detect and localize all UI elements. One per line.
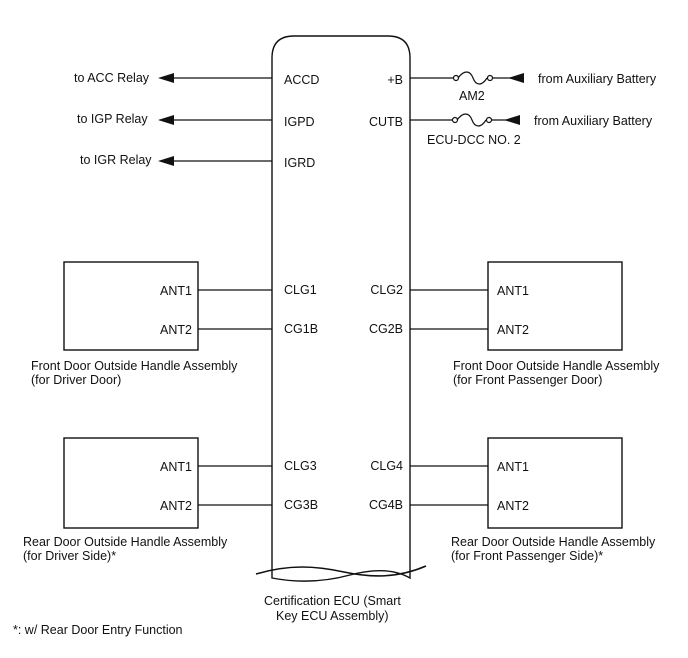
module-front-passenger-label1: Front Door Outside Handle Assembly <box>453 359 660 373</box>
module-front-passenger-pin1: ANT1 <box>497 284 529 298</box>
ecu-pin-cg2b: CG2B <box>369 322 403 336</box>
ecu-body <box>271 35 411 582</box>
module-rear-passenger-label1: Rear Door Outside Handle Assembly <box>451 535 656 549</box>
module-front-passenger-pin2: ANT2 <box>497 323 529 337</box>
ecu-pin-plus-b: +B <box>387 73 403 87</box>
module-rear-passenger-label2: (for Front Passenger Side)* <box>451 549 603 563</box>
output-igr-relay: to IGR Relay <box>80 153 152 167</box>
fuse-ecu-dcc-label: ECU-DCC NO. 2 <box>427 133 521 147</box>
fuse-terminal <box>452 74 460 82</box>
fuse-terminal <box>486 74 494 82</box>
arrow-left-icon <box>508 73 524 83</box>
output-igp-relay: to IGP Relay <box>77 112 148 126</box>
fuse-ecu-dcc-icon <box>456 113 487 127</box>
module-front-passenger-label2: (for Front Passenger Door) <box>453 373 602 387</box>
fuse-terminal <box>451 116 459 124</box>
module-rear-passenger-pin2: ANT2 <box>497 499 529 513</box>
footnote: *: w/ Rear Door Entry Function <box>13 623 183 637</box>
module-rear-passenger-pin1: ANT1 <box>497 460 529 474</box>
ecu-pin-igrd: IGRD <box>284 156 315 170</box>
input-battery-2: from Auxiliary Battery <box>534 114 653 128</box>
module-rear-driver-pin2: ANT2 <box>160 499 192 513</box>
arrow-left-icon <box>158 73 174 83</box>
ecu-pin-igpd: IGPD <box>284 115 315 129</box>
module-front-driver-pin1: ANT1 <box>160 284 192 298</box>
ecu-caption-line2: Key ECU Assembly) <box>276 609 389 623</box>
ecu-pin-accd: ACCD <box>284 73 319 87</box>
arrow-left-icon <box>158 156 174 166</box>
module-front-driver-box <box>63 261 199 351</box>
ecu-pin-clg4: CLG4 <box>370 459 403 473</box>
ecu-pin-cutb: CUTB <box>369 115 403 129</box>
module-front-driver-label1: Front Door Outside Handle Assembly <box>31 359 238 373</box>
ecu-pin-clg3: CLG3 <box>284 459 317 473</box>
ecu-pin-clg2: CLG2 <box>370 283 403 297</box>
module-rear-driver-box <box>63 437 199 529</box>
module-front-driver-pin2: ANT2 <box>160 323 192 337</box>
module-rear-driver-pin1: ANT1 <box>160 460 192 474</box>
ecu-pin-clg1: CLG1 <box>284 283 317 297</box>
arrow-left-icon <box>158 115 174 125</box>
module-rear-passenger-box <box>487 437 623 529</box>
fuse-am2-icon <box>457 71 488 85</box>
fuse-terminal <box>485 116 493 124</box>
ecu-pin-cg3b: CG3B <box>284 498 318 512</box>
input-battery-1: from Auxiliary Battery <box>538 72 657 86</box>
ecu-pin-cg4b: CG4B <box>369 498 403 512</box>
module-rear-driver-label2: (for Driver Side)* <box>23 549 116 563</box>
module-front-driver-label2: (for Driver Door) <box>31 373 121 387</box>
output-acc-relay: to ACC Relay <box>74 71 150 85</box>
module-front-passenger-box <box>487 261 623 351</box>
ecu-break-mark <box>255 565 427 577</box>
ecu-caption-line1: Certification ECU (Smart <box>264 594 401 608</box>
module-rear-driver-label1: Rear Door Outside Handle Assembly <box>23 535 228 549</box>
arrow-left-icon <box>504 115 520 125</box>
ecu-pin-cg1b: CG1B <box>284 322 318 336</box>
fuse-am2-label: AM2 <box>459 89 485 103</box>
